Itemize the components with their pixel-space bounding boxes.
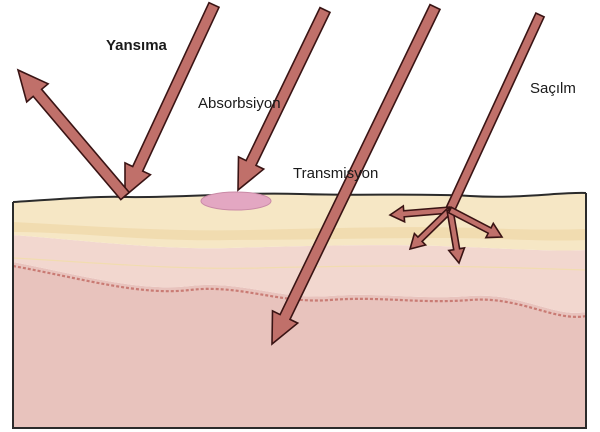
- epidermis-layer: [13, 193, 586, 251]
- absorption-label: Absorbsiyon: [198, 95, 281, 112]
- scattering-incoming-arrow: [446, 13, 544, 212]
- scattering-label: Saçılm: [530, 80, 576, 97]
- absorption-spot: [201, 192, 271, 210]
- reflection-label: Yansıma: [106, 37, 167, 54]
- skin-tissue-block: [13, 192, 586, 428]
- transmission-label: Transmisyon: [293, 165, 378, 182]
- reflection-outgoing-arrow: [18, 70, 129, 200]
